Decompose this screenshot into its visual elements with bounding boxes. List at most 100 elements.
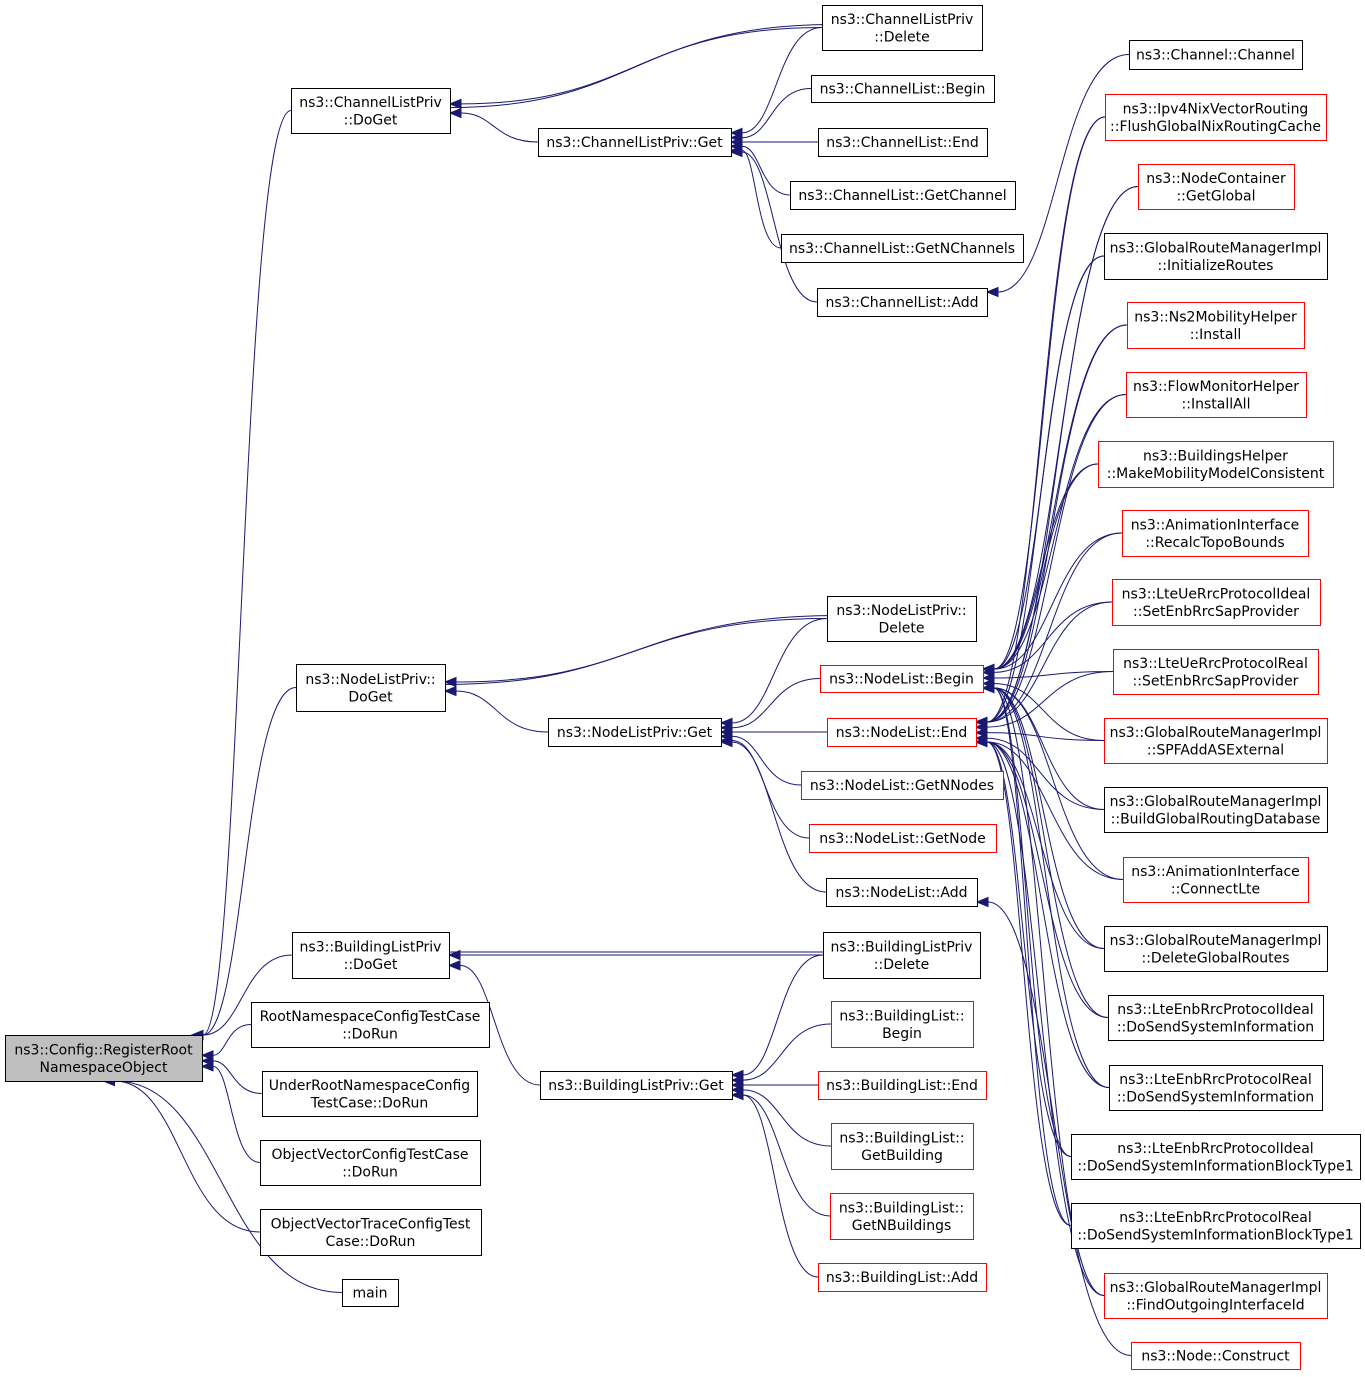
node-box (1105, 94, 1327, 141)
node-ipv4nix[interactable]: ns3::Ipv4NixVectorRouting::FlushGlobalNi… (1105, 94, 1327, 141)
node-nl_getnode[interactable]: ns3::NodeList::GetNode (809, 824, 997, 853)
node-box (260, 1209, 482, 1256)
node-cl_getnchannels[interactable]: ns3::ChannelList::GetNChannels (781, 234, 1024, 263)
node-cl_add[interactable]: ns3::ChannelList::Add (817, 288, 988, 317)
node-label: TestCase::DoRun (310, 1095, 428, 1111)
node-label: GetBuilding (861, 1148, 943, 1164)
node-clp_get[interactable]: ns3::ChannelListPriv::Get (538, 128, 732, 157)
node-flowmon[interactable]: ns3::FlowMonitorHelper::InstallAll (1126, 372, 1307, 418)
node-box (817, 288, 988, 317)
node-cl_end[interactable]: ns3::ChannelList::End (818, 128, 988, 157)
node-box (818, 1071, 987, 1100)
node-label: ns3::BuildingList::End (826, 1078, 978, 1094)
node-box (1108, 995, 1324, 1041)
node-box (1104, 1273, 1328, 1319)
node-anim_recalc[interactable]: ns3::AnimationInterface::RecalcTopoBound… (1122, 510, 1309, 557)
node-anim_lte[interactable]: ns3::AnimationInterface::ConnectLte (1123, 857, 1309, 903)
node-box (1127, 302, 1305, 349)
node-lteenb_ideal_si[interactable]: ns3::LteEnbRrcProtocolIdeal::DoSendSyste… (1108, 995, 1324, 1041)
node-bl_add[interactable]: ns3::BuildingList::Add (818, 1263, 987, 1292)
node-label: ns3::ChannelListPriv (299, 95, 442, 111)
node-box (538, 128, 732, 157)
node-label: ::FindOutgoingInterfaceId (1126, 1297, 1304, 1313)
node-rootns_test[interactable]: RootNamespaceConfigTestCase::DoRun (251, 1002, 490, 1048)
call-edge (742, 1094, 831, 1217)
node-blp_doget[interactable]: ns3::BuildingListPriv::DoGet (292, 932, 450, 979)
node-label: ::SetEnbRrcSapProvider (1133, 673, 1299, 689)
node-ch_channel[interactable]: ns3::Channel::Channel (1129, 40, 1303, 70)
node-bl_begin[interactable]: ns3::BuildingList::Begin (831, 1001, 974, 1048)
node-node_construct[interactable]: ns3::Node::Construct (1131, 1342, 1301, 1370)
node-box (1112, 579, 1321, 626)
node-label: ns3::GlobalRouteManagerImpl (1110, 240, 1322, 256)
node-box (1071, 1134, 1361, 1180)
call-edge (986, 324, 1128, 723)
call-edge (993, 687, 1105, 1296)
node-nlp_delete[interactable]: ns3::NodeListPriv::Delete (827, 596, 977, 642)
node-label: ns3::Node::Construct (1141, 1349, 1290, 1365)
node-label: ::ConnectLte (1171, 881, 1260, 897)
node-nl_end[interactable]: ns3::NodeList::End (827, 718, 977, 747)
node-bl_end[interactable]: ns3::BuildingList::End (818, 1071, 987, 1100)
node-ns2mob[interactable]: ns3::Ns2MobilityHelper::Install (1127, 302, 1305, 349)
node-label: ns3::GlobalRouteManagerImpl (1110, 725, 1322, 741)
node-cl_begin[interactable]: ns3::ChannelList::Begin (811, 75, 995, 103)
node-label: ns3::Config::RegisterRoot (14, 1042, 193, 1058)
node-nlp_doget[interactable]: ns3::NodeListPriv::DoGet (296, 664, 446, 712)
node-nl_begin[interactable]: ns3::NodeList::Begin (820, 665, 984, 693)
call-edge (986, 741, 1072, 1226)
call-edge (449, 24, 834, 108)
call-edge (993, 394, 1127, 670)
node-objvec_test[interactable]: ObjectVectorConfigTestCase::DoRun (260, 1140, 481, 1186)
node-blp_delete[interactable]: ns3::BuildingListPriv::Delete (823, 932, 981, 979)
node-cl_getchannel[interactable]: ns3::ChannelList::GetChannel (790, 181, 1016, 210)
node-grm_spf[interactable]: ns3::GlobalRouteManagerImpl::SPFAddASExt… (1104, 718, 1328, 764)
call-edge (731, 678, 821, 729)
node-grm_delete[interactable]: ns3::GlobalRouteManagerImpl::DeleteGloba… (1104, 926, 1328, 972)
node-lteue_ideal[interactable]: ns3::LteUeRrcProtocolIdeal::SetEnbRrcSap… (1112, 579, 1321, 626)
node-label: ns3::GlobalRouteManagerImpl (1110, 933, 1322, 949)
node-label: ns3::AnimationInterface (1131, 864, 1300, 880)
node-box (540, 1071, 733, 1100)
arrowhead (975, 896, 989, 908)
node-box (781, 234, 1024, 263)
node-grm_build[interactable]: ns3::GlobalRouteManagerImpl::BuildGlobal… (1104, 787, 1328, 833)
node-label: ns3::BuildingListPriv::Get (548, 1078, 724, 1094)
node-box (262, 1071, 478, 1117)
node-clp_doget[interactable]: ns3::ChannelListPriv::DoGet (291, 88, 451, 134)
node-main[interactable]: main (342, 1279, 399, 1307)
call-edge (212, 1065, 261, 1163)
node-box (818, 1263, 987, 1292)
node-nl_getnnodes[interactable]: ns3::NodeList::GetNNodes (801, 771, 1004, 800)
call-edge (993, 463, 1099, 670)
node-lteenb_real_sib1[interactable]: ns3::LteEnbRrcProtocolReal::DoSendSystem… (1071, 1203, 1361, 1249)
node-nlp_get[interactable]: ns3::NodeListPriv::Get (548, 718, 722, 747)
node-nc_getglobal[interactable]: ns3::NodeContainer::GetGlobal (1138, 164, 1295, 210)
arrowhead (719, 736, 733, 748)
node-label: ns3::NodeList::Add (835, 885, 967, 901)
node-bl_getnbuildings[interactable]: ns3::BuildingList::GetNBuildings (830, 1193, 974, 1240)
node-label: ::SetEnbRrcSapProvider (1133, 604, 1299, 620)
node-box (822, 5, 983, 51)
node-lteenb_ideal_sib1[interactable]: ns3::LteEnbRrcProtocolIdeal::DoSendSyste… (1071, 1134, 1361, 1180)
call-edge (742, 1094, 819, 1278)
node-lteue_real[interactable]: ns3::LteUeRrcProtocolReal::SetEnbRrcSapP… (1113, 649, 1319, 695)
node-bl_getbuilding[interactable]: ns3::BuildingList::GetBuilding (831, 1123, 974, 1170)
node-buildhelper[interactable]: ns3::BuildingsHelper::MakeMobilityModelC… (1098, 441, 1334, 488)
node-box (291, 88, 451, 134)
node-nl_add[interactable]: ns3::NodeList::Add (826, 878, 978, 907)
node-box (801, 771, 1004, 800)
node-grm_findout[interactable]: ns3::GlobalRouteManagerImpl::FindOutgoin… (1104, 1273, 1328, 1319)
node-grm_initroutes[interactable]: ns3::GlobalRouteManagerImpl::InitializeR… (1104, 233, 1328, 280)
node-blp_get[interactable]: ns3::BuildingListPriv::Get (540, 1071, 733, 1100)
call-edge (741, 145, 791, 196)
node-label: ns3::GlobalRouteManagerImpl (1110, 794, 1322, 810)
node-lteenb_real_si[interactable]: ns3::LteEnbRrcProtocolReal::DoSendSystem… (1109, 1065, 1323, 1111)
node-clp_delete[interactable]: ns3::ChannelListPriv::Delete (822, 5, 983, 51)
node-label: ::DoSendSystemInformation (1117, 1089, 1314, 1105)
call-edge (731, 741, 827, 893)
node-label: ns3::LteEnbRrcProtocolIdeal (1117, 1002, 1313, 1018)
